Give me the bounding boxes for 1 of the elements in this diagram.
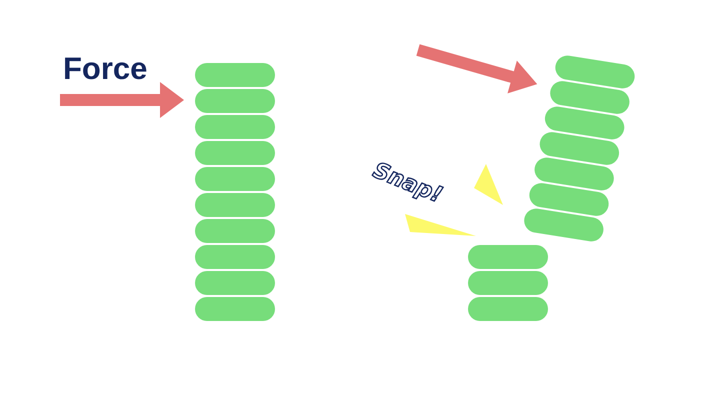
- force-label: Force: [63, 53, 148, 84]
